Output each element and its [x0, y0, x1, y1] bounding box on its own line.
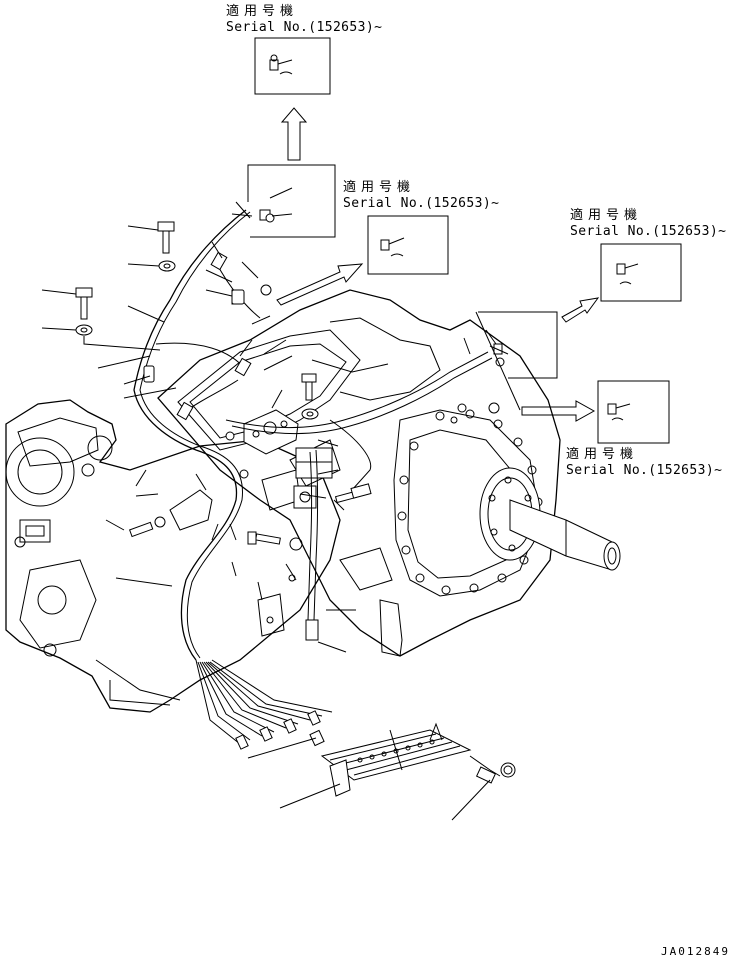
- sensor-icon: [616, 263, 639, 285]
- serial-number-label: Serial No.(152653)~: [570, 224, 727, 239]
- sensor-icon: [269, 54, 293, 75]
- callout-label-right-upper: 適用号機 Serial No.(152653)~: [570, 208, 726, 240]
- right-arrow-icon: [276, 263, 364, 306]
- bolt-icon: [128, 516, 166, 538]
- bolt-icon: [334, 483, 372, 504]
- sensor-icon: [607, 403, 631, 421]
- callout-label-top: 適用号機 Serial No.(152653)~: [226, 4, 382, 36]
- bolt-icon: [301, 373, 317, 401]
- applicable-model-label: 適用号機: [343, 180, 416, 195]
- serial-number-label: Serial No.(152653)~: [226, 20, 383, 35]
- right-arrow-icon: [521, 400, 596, 422]
- detail-box-right-upper: [600, 243, 682, 302]
- applicable-model-label: 適用号機: [566, 447, 639, 462]
- serial-number-label: Serial No.(152653)~: [343, 196, 500, 211]
- washer-icon: [158, 260, 176, 272]
- applicable-model-label: 適用号機: [570, 208, 643, 223]
- connector-bracket: [320, 722, 516, 797]
- sensor-icon: [380, 237, 405, 257]
- valve-block: [243, 409, 333, 509]
- leader-lines: [41, 187, 521, 821]
- bolt-icon: [75, 287, 93, 320]
- callout-label-middle: 適用号機 Serial No.(152653)~: [343, 180, 499, 212]
- drawing-code: JA012849: [661, 945, 730, 958]
- output-flange: [479, 467, 621, 571]
- connector-icon: [235, 710, 325, 750]
- callout-label-right-lower: 適用号機 Serial No.(152653)~: [566, 447, 722, 479]
- bolt-icon: [247, 531, 281, 545]
- applicable-model-label: 適用号機: [226, 4, 299, 19]
- washer-icon: [75, 324, 93, 336]
- up-arrow-icon: [280, 107, 308, 161]
- detail-box-right-lower: [597, 380, 670, 444]
- transmission-housing: [5, 399, 341, 713]
- connector-icon: [500, 762, 516, 778]
- bolt-icon: [157, 221, 175, 254]
- right-arrow-icon: [561, 297, 600, 323]
- transmission-body: [157, 289, 621, 657]
- serial-number-label: Serial No.(152653)~: [566, 463, 723, 478]
- washer-icon: [301, 408, 319, 420]
- detail-box-middle: [367, 215, 449, 275]
- detail-box-top: [254, 37, 331, 95]
